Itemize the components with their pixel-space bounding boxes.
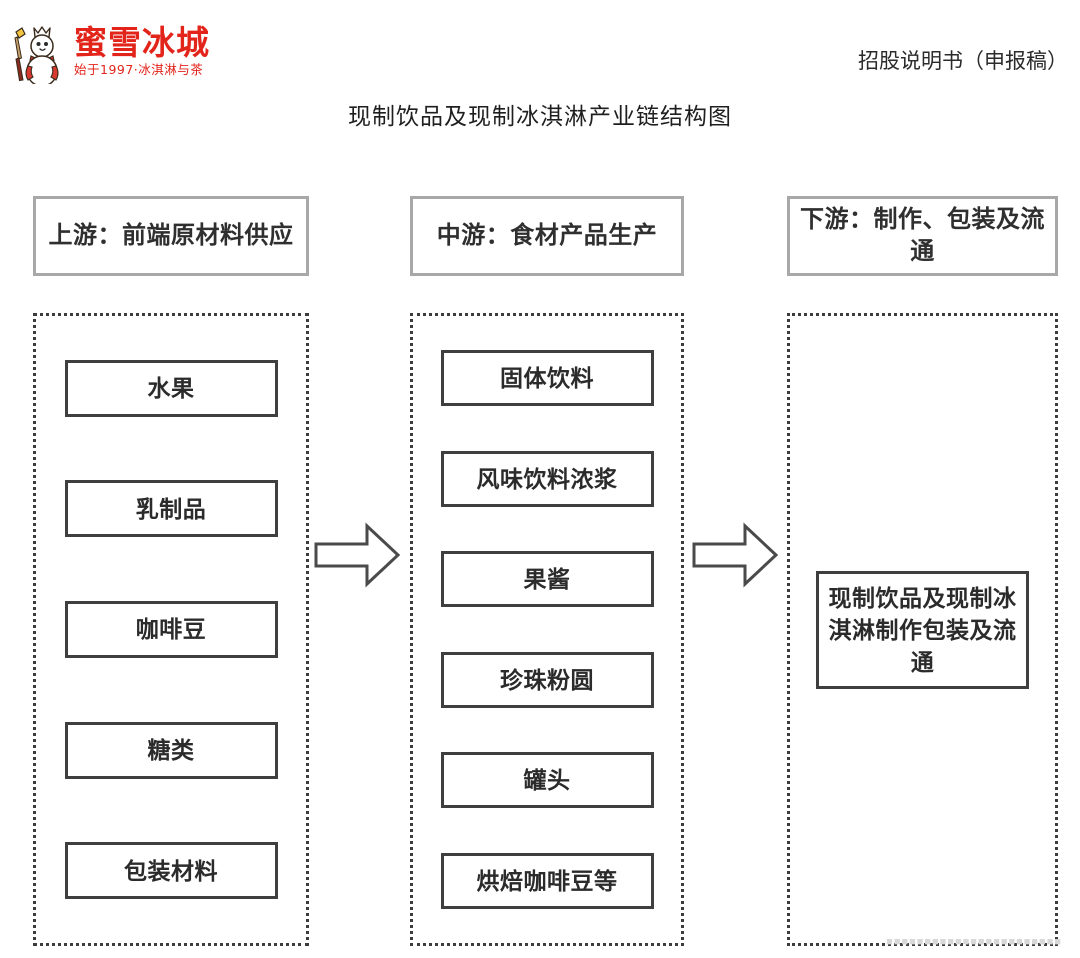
item-label: 烘焙咖啡豆等: [476, 867, 618, 894]
item-label: 珍珠粉圆: [500, 666, 594, 693]
snowman-mascot-icon: [8, 18, 70, 87]
item-box[interactable]: 乳制品: [64, 480, 278, 538]
document-kind-label: 招股说明书（申报稿）: [858, 49, 1068, 73]
brand-tagline: 始于1997·冰淇淋与茶: [74, 61, 204, 77]
outcome-label: 现制饮品及现制冰淇淋制作包装及流通: [828, 584, 1017, 675]
item-label: 糖类: [147, 737, 195, 764]
stage-body-upstream: 水果 乳制品 咖啡豆 糖类 包装材料: [33, 313, 309, 946]
page-watermark: ■■■■■■■■■■■■■■■■■■■■■■■: [886, 936, 1062, 948]
page-header: 蜜雪冰城 始于1997·冰淇淋与茶 招股说明书（申报稿）: [0, 0, 1080, 92]
item-box[interactable]: 珍珠粉圆: [440, 651, 654, 708]
item-box[interactable]: 糖类: [64, 721, 278, 779]
column-midstream: 中游：食材产品生产 固体饮料 风味饮料浓浆 果酱 珍珠粉圆 罐头 烘焙咖啡豆等: [410, 196, 684, 946]
item-label: 风味饮料浓浆: [476, 465, 618, 492]
item-label: 乳制品: [135, 495, 207, 522]
brand-wordmark: 蜜雪冰城 始于1997·冰淇淋与茶: [74, 22, 210, 77]
item-box[interactable]: 风味饮料浓浆: [440, 450, 654, 507]
item-label: 固体饮料: [500, 365, 594, 392]
item-box[interactable]: 果酱: [440, 551, 654, 608]
column-upstream: 上游：前端原材料供应 水果 乳制品 咖啡豆 糖类 包装材料: [33, 196, 309, 946]
brand-logo: 蜜雪冰城 始于1997·冰淇淋与茶: [8, 16, 209, 87]
stage-header-downstream: 下游：制作、包装及流通: [787, 196, 1058, 276]
stage-body-midstream: 固体饮料 风味饮料浓浆 果酱 珍珠粉圆 罐头 烘焙咖啡豆等: [410, 313, 684, 946]
outcome-box[interactable]: 现制饮品及现制冰淇淋制作包装及流通: [816, 570, 1029, 689]
item-box[interactable]: 罐头: [440, 752, 654, 809]
column-downstream: 下游：制作、包装及流通 现制饮品及现制冰淇淋制作包装及流通: [787, 196, 1058, 946]
stage-header-downstream-label: 下游：制作、包装及流通: [800, 206, 1045, 265]
item-box[interactable]: 水果: [64, 359, 278, 417]
item-box[interactable]: 包装材料: [64, 842, 278, 900]
item-label: 罐头: [523, 767, 571, 794]
item-label: 包装材料: [124, 857, 218, 884]
item-label: 果酱: [523, 566, 571, 593]
stage-header-upstream: 上游：前端原材料供应: [33, 196, 309, 276]
stage-header-midstream-label: 中游：食材产品生产: [436, 222, 658, 249]
stage-body-downstream: 现制饮品及现制冰淇淋制作包装及流通: [787, 313, 1058, 946]
item-label: 水果: [147, 375, 195, 402]
brand-name: 蜜雪冰城: [74, 22, 210, 62]
item-box[interactable]: 固体饮料: [440, 350, 654, 407]
item-label: 咖啡豆: [135, 616, 207, 643]
figure-title: 现制饮品及现制冰淇淋产业链结构图: [348, 104, 732, 129]
item-box[interactable]: 咖啡豆: [64, 600, 278, 658]
right-block-arrow-icon: [312, 515, 402, 595]
right-block-arrow-icon: [690, 515, 780, 595]
item-box[interactable]: 烘焙咖啡豆等: [440, 852, 654, 909]
stage-header-midstream: 中游：食材产品生产: [410, 196, 684, 276]
stage-header-upstream-label: 上游：前端原材料供应: [48, 222, 294, 249]
